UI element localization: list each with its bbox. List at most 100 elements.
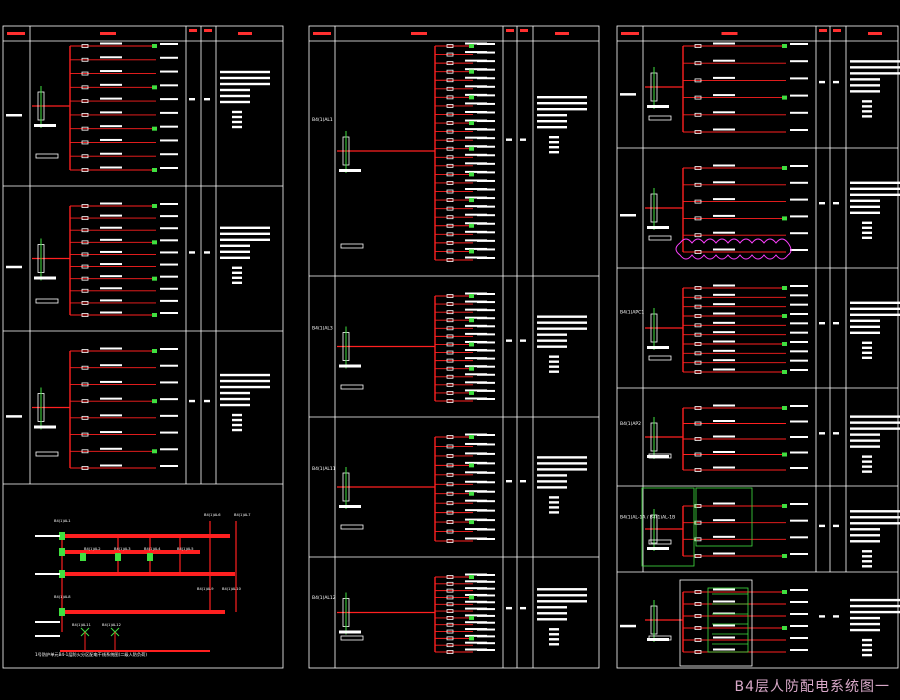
feeder-circuit (683, 359, 808, 365)
riser-label: B4(1)AL7 (234, 513, 251, 517)
riser-label: B4(1)AL6 (204, 513, 221, 517)
feeder-circuit (70, 275, 178, 281)
junction-breaker (59, 608, 65, 616)
feeder-circuit (683, 349, 808, 356)
feeder-circuit (435, 349, 495, 355)
feeder-circuit (70, 311, 178, 317)
feeder-circuit (683, 648, 808, 654)
feeder-circuit (70, 83, 178, 90)
feeder-circuit (435, 537, 495, 543)
feeder-circuit (435, 76, 495, 83)
riser-trunk (65, 550, 200, 554)
feeder-circuit (435, 381, 495, 387)
feeder-circuit (435, 119, 495, 126)
feeder-circuit (683, 636, 808, 642)
feeder-circuit (683, 59, 808, 66)
feeder-circuit (70, 347, 178, 353)
riser-label: B4(1)AL5 (177, 547, 194, 551)
feeder-circuit (683, 535, 808, 542)
riser-diagram-title: 1号防护单元B4-1层防火分区配电干线系统图(二级人防负荷) (35, 651, 147, 658)
section-R2 (620, 164, 900, 254)
feeder-circuit (435, 461, 495, 468)
feeder-circuit (435, 128, 495, 134)
section-extra-R2 (675, 238, 792, 260)
feeder-circuit (435, 480, 495, 487)
feeder-circuit (435, 621, 495, 627)
feeder-circuit (70, 380, 178, 387)
feeder-circuit (435, 170, 495, 177)
feeder-circuit (435, 389, 495, 395)
feeder-circuit (683, 404, 808, 410)
feeder-circuit (435, 324, 495, 331)
feeder-circuit (435, 300, 495, 306)
feeder-circuit (70, 263, 178, 269)
riser-label: B4(1)AL12 (102, 623, 121, 627)
feeder-circuit (435, 357, 495, 363)
feeder-circuit (683, 420, 808, 426)
feeder-circuit (435, 397, 495, 403)
feeder-circuit (435, 179, 495, 185)
junction-breaker (147, 553, 153, 561)
riser-label: B4(1)AL11 (72, 623, 91, 627)
feeder-circuit (70, 111, 178, 117)
panel-name-label: B4(1)AL12 (312, 595, 336, 601)
riser-trunk (65, 610, 225, 614)
feeder-circuit (435, 499, 495, 506)
panel-name-label: B4(1)AL11 (312, 466, 336, 472)
feeder-circuit (683, 76, 808, 83)
terminal-block (707, 587, 749, 653)
section-L1 (6, 42, 270, 172)
distribution-box-outline (641, 487, 695, 567)
feeder-circuit (435, 85, 495, 91)
feeder-circuit (435, 573, 495, 579)
section-M4: B4(1)AL12 (312, 573, 587, 654)
feeder-circuit (683, 451, 808, 457)
section-M2: B4(1)AL3 (312, 292, 587, 403)
feeder-circuit (70, 214, 178, 221)
riser-label: B4(1)AL1 (54, 519, 71, 523)
feeder-circuit (683, 435, 808, 441)
feeder-circuit (70, 364, 178, 370)
feeder-circuit (70, 166, 178, 172)
section-M1: B4(1)AL1 (312, 42, 587, 262)
feeder-circuit (435, 365, 495, 371)
feeder-circuit (435, 42, 495, 48)
feeder-circuit (70, 397, 178, 404)
feeder-circuit (683, 231, 808, 238)
terminal-box (679, 579, 753, 667)
panel-left (2, 25, 284, 669)
feeder-circuit (683, 624, 808, 630)
feeder-circuit (435, 528, 495, 534)
feeder-circuit (435, 373, 495, 379)
feeder-circuit (683, 519, 808, 525)
feeder-circuit (435, 442, 495, 449)
feeder-circuit (70, 464, 178, 470)
section-R3: B4(1)APC1 (620, 284, 900, 374)
feeder-circuit (683, 321, 808, 328)
feeder-circuit (70, 447, 178, 454)
panel-name-label: B4(1)AP2 (620, 421, 641, 427)
feeder-circuit (70, 125, 178, 131)
feeder-circuit (70, 97, 178, 104)
feeder-circuit (683, 588, 808, 594)
feeder-circuit (435, 68, 495, 74)
feeder-circuit (435, 316, 495, 323)
feeder-circuit (435, 648, 495, 654)
section-R6 (620, 588, 900, 657)
panel-name-label: B4(1)AL1 (312, 117, 333, 123)
feeder-circuit (435, 580, 495, 586)
panel-name-label: B4(1)APC1 (620, 310, 644, 316)
feeder-circuit (435, 51, 495, 57)
feeder-circuit (435, 230, 495, 237)
feeder-circuit (683, 502, 808, 508)
feeder-circuit (683, 552, 808, 558)
feeder-circuit (683, 340, 808, 346)
feeder-circuit (70, 152, 178, 159)
feeder-circuit (683, 368, 808, 374)
feeder-circuit (70, 238, 178, 245)
feeder-circuit (683, 303, 808, 309)
riser-label: B4(1)AL2 (84, 547, 101, 551)
feeder-circuit (435, 518, 495, 525)
